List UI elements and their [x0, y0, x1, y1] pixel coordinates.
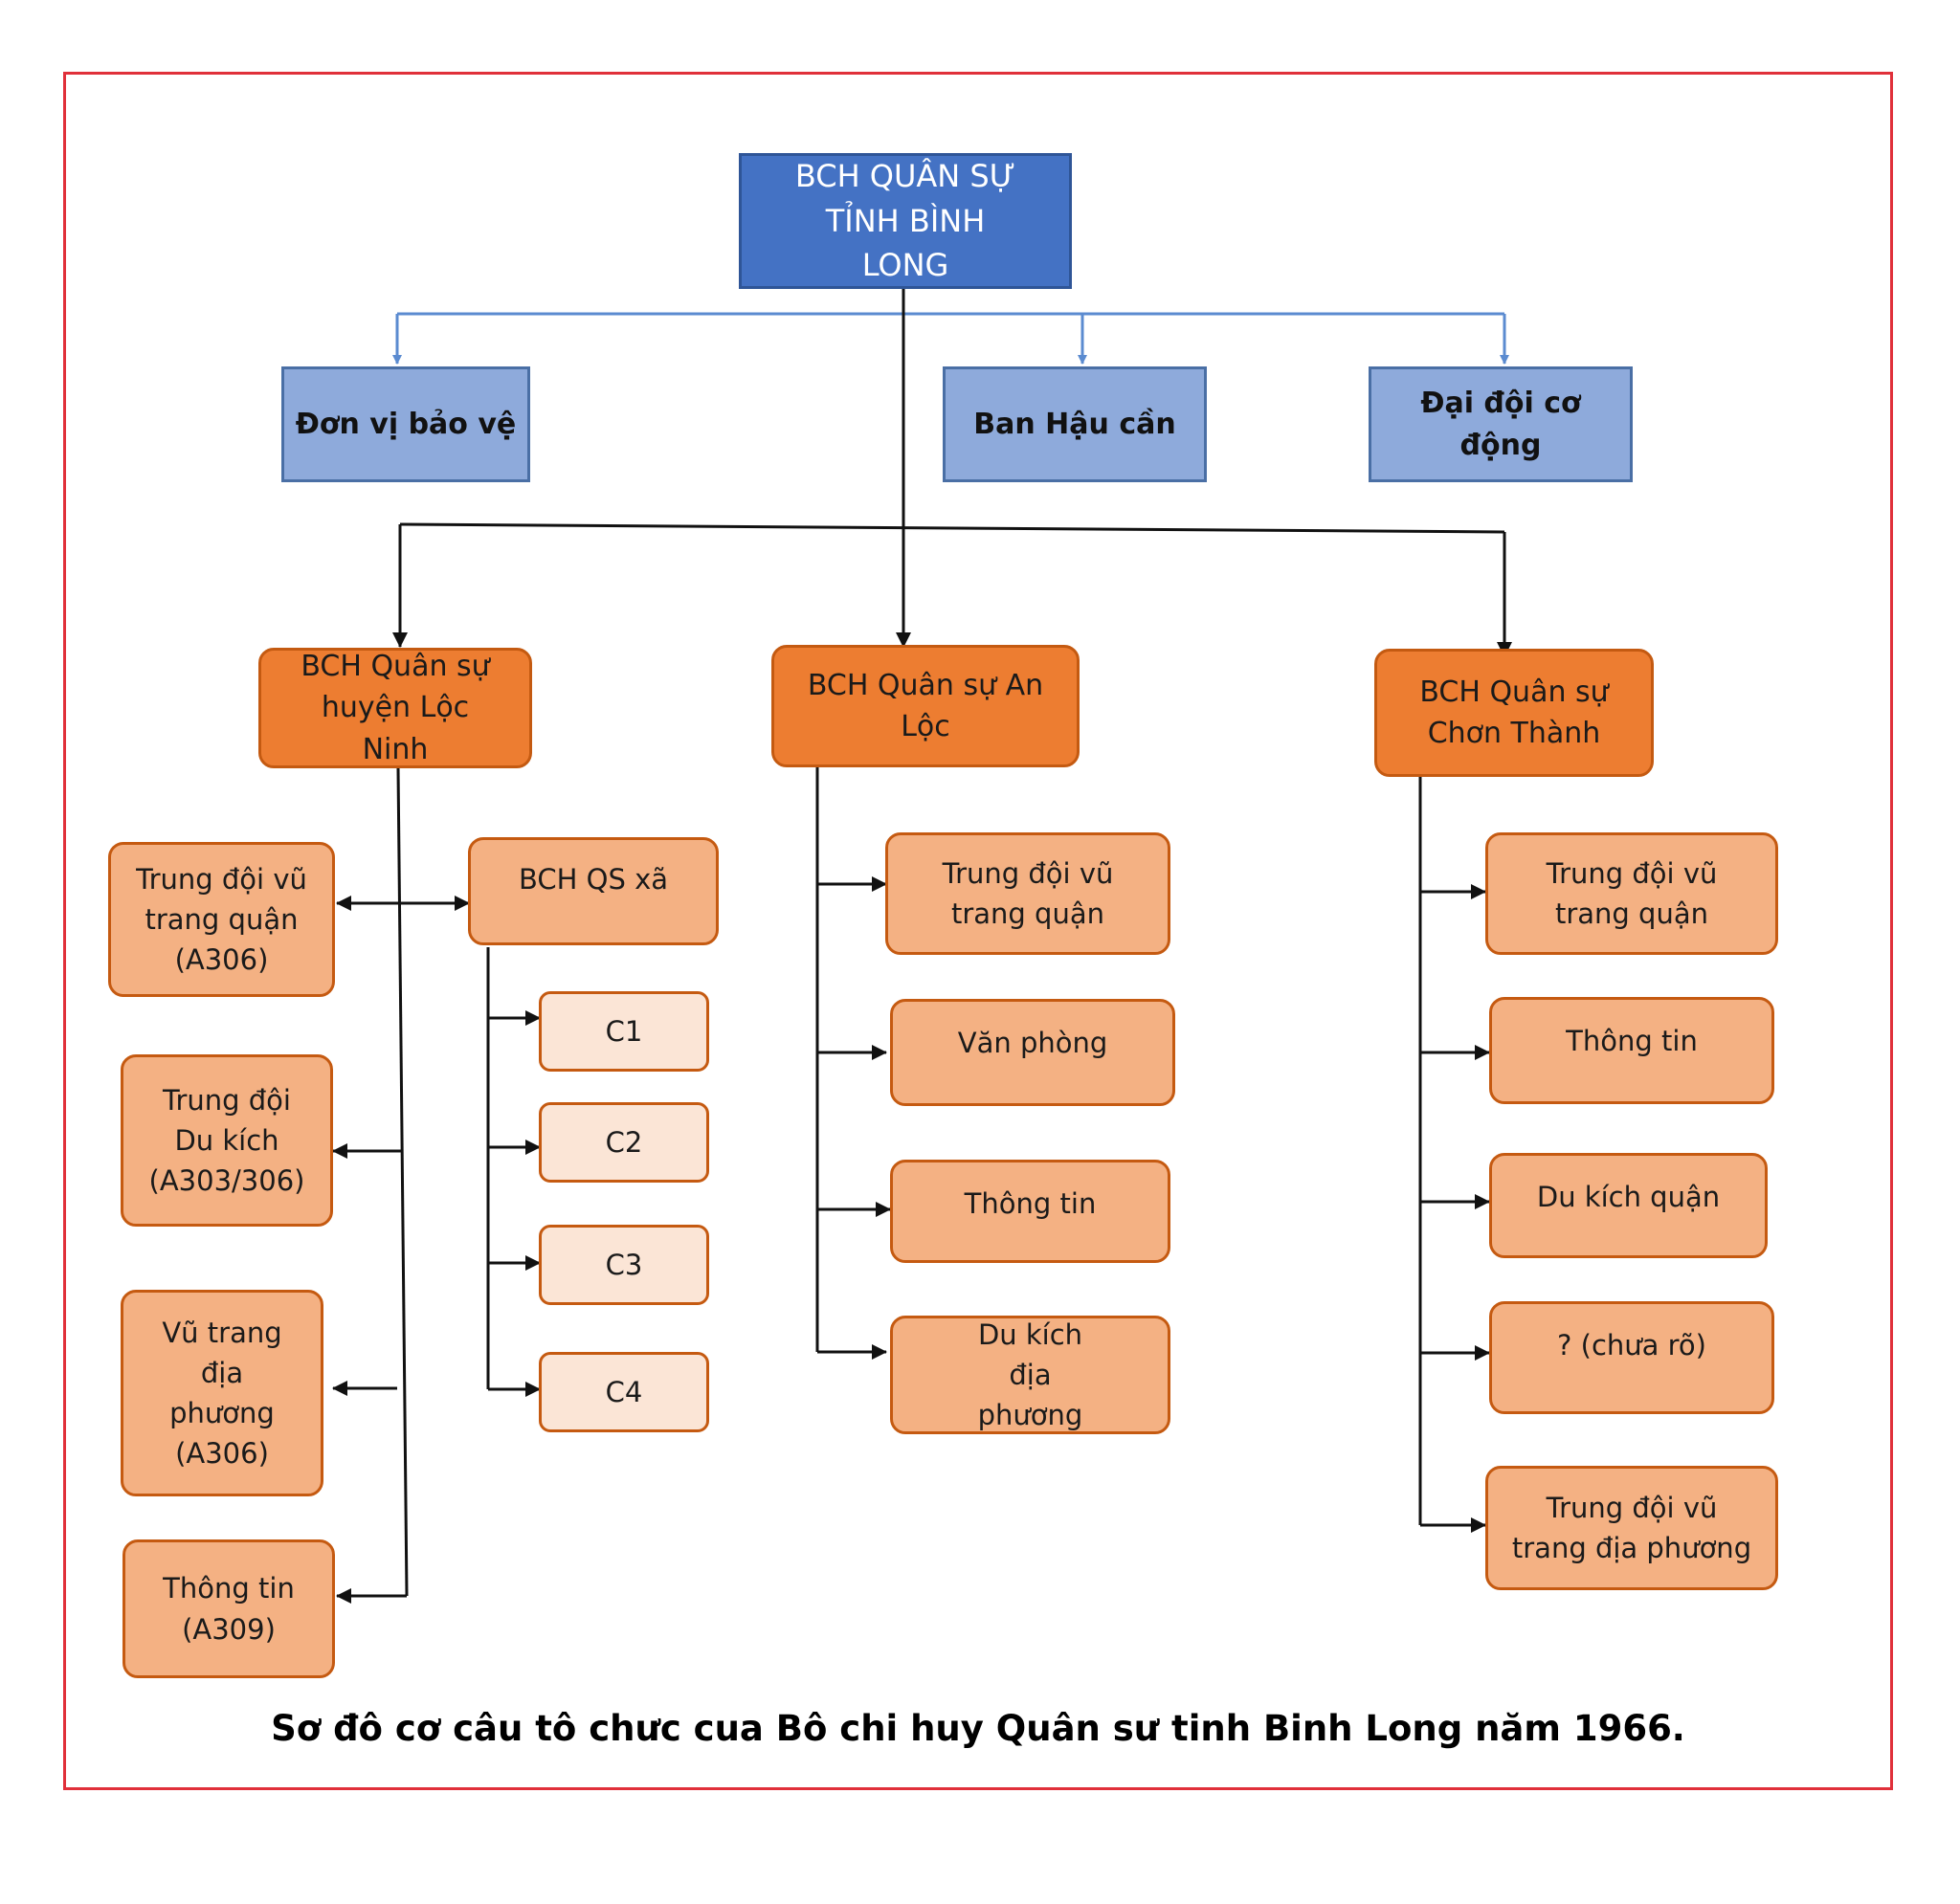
an-loc-unit-box: Văn phòng	[890, 999, 1175, 1106]
commune-unit-c3: C3	[539, 1225, 709, 1305]
an-loc-unit-box: Thông tin	[890, 1160, 1170, 1263]
chon-thanh-unit-box: Trung đội vũ trang quận	[1485, 832, 1778, 955]
commune-unit-c1: C1	[539, 991, 709, 1072]
commune-command-box: BCH QS xã	[468, 837, 719, 945]
loc-ninh-unit-box: Trung đội Du kích (A303/306)	[121, 1054, 333, 1227]
an-loc-unit-box: Du kích địa phương	[890, 1316, 1170, 1434]
an-loc-command-box: BCH Quân sự An Lộc	[771, 645, 1080, 767]
chon-thanh-unit-box: ? (chưa rõ)	[1489, 1301, 1774, 1414]
chon-thanh-unit-box: Trung đội vũ trang địa phương	[1485, 1466, 1778, 1590]
loc-ninh-unit-box: Vũ trang địa phương (A306)	[121, 1290, 323, 1496]
diagram-caption: Sơ đô cơ câu tô chưc cua Bô chi huy Quân…	[271, 1708, 1685, 1749]
diagram-frame	[63, 72, 1893, 1790]
loc-ninh-unit-box: Thông tin (A309)	[122, 1539, 335, 1678]
top-command-box: BCH QUÂN SỰ TỈNH BÌNH LONG	[739, 153, 1072, 289]
loc-ninh-command-box: BCH Quân sự huyện Lộc Ninh	[258, 648, 532, 768]
commune-unit-c4: C4	[539, 1352, 709, 1432]
chon-thanh-unit-box: Thông tin	[1489, 997, 1774, 1104]
chon-thanh-command-box: BCH Quân sự Chơn Thành	[1374, 649, 1654, 777]
logistics-board-box: Ban Hậu cần	[943, 366, 1207, 482]
protection-unit-box: Đơn vị bảo vệ	[281, 366, 530, 482]
chon-thanh-unit-box: Du kích quận	[1489, 1153, 1768, 1258]
commune-unit-c2: C2	[539, 1102, 709, 1183]
mobile-company-box: Đại đội cơ động	[1369, 366, 1633, 482]
loc-ninh-unit-box: Trung đội vũ trang quận (A306)	[108, 842, 335, 997]
an-loc-unit-box: Trung đội vũ trang quận	[885, 832, 1170, 955]
